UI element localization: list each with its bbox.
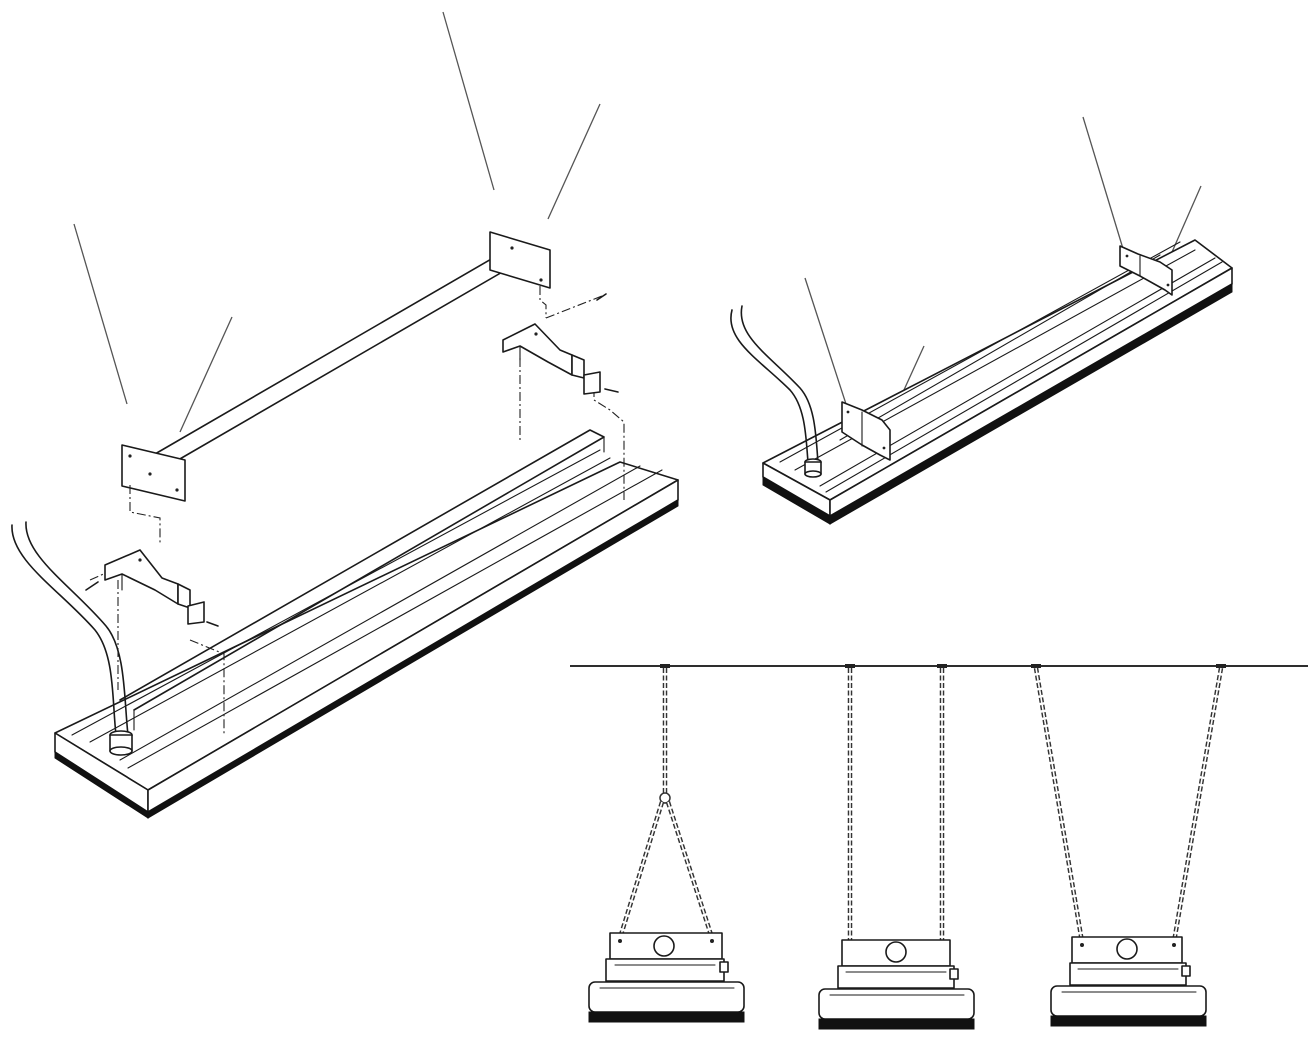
assembled-power-cord bbox=[730, 305, 822, 478]
assembled-bracket-left bbox=[841, 401, 891, 461]
rod-2 bbox=[547, 103, 601, 220]
assembled-rod-1 bbox=[1082, 116, 1125, 253]
screw-left-top bbox=[85, 581, 99, 591]
chain-mount-views bbox=[570, 664, 1308, 1030]
rod-3 bbox=[73, 223, 128, 405]
screw-right-bottom bbox=[604, 388, 619, 393]
end-plate-right bbox=[489, 231, 551, 289]
exploded-view bbox=[11, 11, 679, 819]
rod-4 bbox=[179, 316, 233, 433]
assembled-rod-3 bbox=[804, 277, 847, 405]
power-cord bbox=[11, 521, 133, 756]
assembled-bracket-right bbox=[1119, 245, 1173, 296]
mounting-tube bbox=[121, 231, 551, 502]
fixture-body bbox=[54, 429, 679, 819]
alignment-lines bbox=[89, 286, 625, 735]
fixture-3-body bbox=[1050, 985, 1207, 1017]
chain-mount-2 bbox=[818, 668, 975, 1030]
chain-mount-3 bbox=[1033, 667, 1224, 1027]
bracket-right bbox=[502, 293, 619, 395]
screw-left-bottom bbox=[206, 621, 219, 627]
fixture-1-body bbox=[588, 981, 745, 1013]
screw-right-top bbox=[596, 293, 607, 301]
end-plate-left bbox=[121, 444, 186, 502]
bracket-left bbox=[85, 549, 219, 627]
fixture-2-body bbox=[818, 988, 975, 1020]
rod-1 bbox=[442, 11, 495, 191]
chain-mount-1 bbox=[588, 668, 745, 1023]
assembled-view bbox=[730, 116, 1233, 525]
